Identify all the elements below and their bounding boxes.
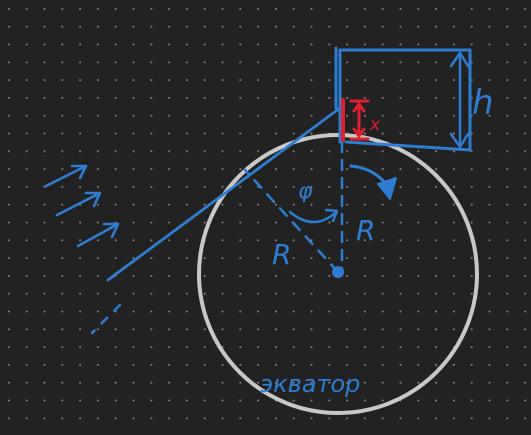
angle-label: φ [298,179,313,204]
radius-label-left: R [272,238,291,271]
equator-label: экватор [260,370,360,398]
sun-rays-icon [44,164,120,248]
angle-arc [288,210,338,224]
height-label: h [472,83,494,123]
tower-outline [338,48,472,152]
radius-line-left [243,168,340,274]
radius-label-right: R [356,214,375,247]
tangent-ray [106,106,342,282]
ray-extension-dashed [90,303,122,335]
rotation-arrow-icon [349,164,397,200]
x-segment-marker [341,98,370,142]
offset-label: x [369,115,381,135]
earth-circle [197,133,479,415]
double-arrow-icon [449,51,470,149]
angle-arc-arrowhead [324,208,339,223]
